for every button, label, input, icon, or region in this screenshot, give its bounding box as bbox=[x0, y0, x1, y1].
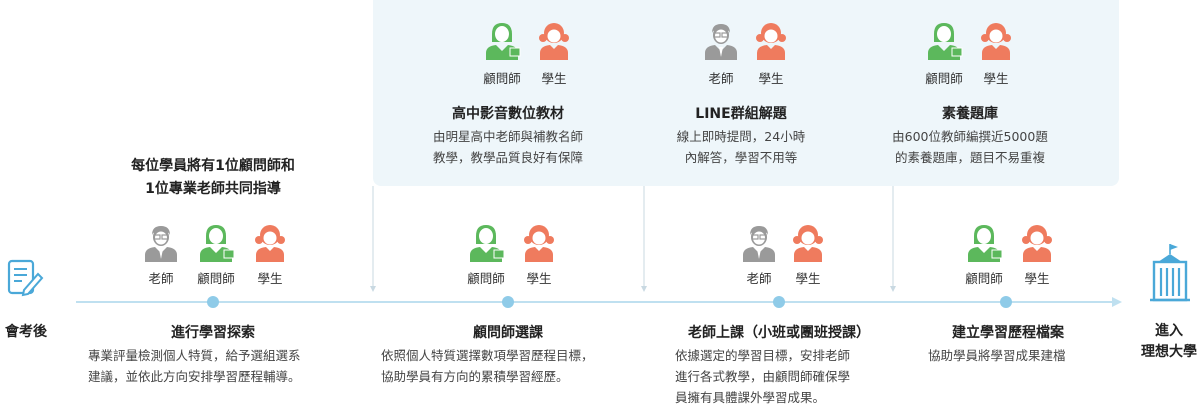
intro-line: 1位專業老師共同指導 bbox=[145, 181, 281, 197]
role-label-student: 學生 bbox=[1024, 271, 1050, 286]
column-desc: 的素養題庫，題目不易重複 bbox=[894, 150, 1045, 165]
column-desc: 由明星高中老師與補教名師 bbox=[432, 129, 583, 144]
timeline-dot-3 bbox=[773, 296, 785, 308]
student-icon bbox=[539, 23, 569, 60]
stage-desc: 協助學員將學習成果建檔 bbox=[928, 348, 1066, 363]
role-label-student: 學生 bbox=[541, 71, 567, 86]
stage-desc: 協助學員有方向的累積學習經歷。 bbox=[381, 369, 569, 384]
role-label-student: 學生 bbox=[758, 71, 784, 86]
counselor-icon bbox=[928, 23, 963, 60]
end-label-line1: 進入 bbox=[1155, 323, 1183, 339]
counselor-icon bbox=[470, 225, 505, 262]
stage-title: 老師上課（小班或團班授課） bbox=[688, 325, 870, 341]
role-label-student: 學生 bbox=[795, 271, 821, 286]
role-label-counselor: 顧問師 bbox=[467, 271, 505, 286]
column-title: 高中影音數位教材 bbox=[452, 106, 564, 122]
role-label-teacher: 老師 bbox=[746, 271, 772, 286]
role-label-counselor: 顧問師 bbox=[483, 71, 521, 86]
role-label-counselor: 顧問師 bbox=[965, 271, 1003, 286]
teacher-icon bbox=[743, 226, 775, 262]
school-building-icon bbox=[1150, 244, 1190, 302]
stage-desc: 依照個人特質選擇數項學習歷程目標， bbox=[381, 348, 594, 363]
student-icon bbox=[524, 225, 554, 262]
stage-title: 顧問師選課 bbox=[473, 325, 543, 341]
role-label-teacher: 老師 bbox=[708, 71, 734, 86]
stage-title: 建立學習歷程檔案 bbox=[952, 325, 1064, 341]
student-icon bbox=[255, 225, 285, 262]
stage-desc: 員擁有具體課外學習成果。 bbox=[675, 390, 826, 405]
start-label: 會考後 bbox=[5, 324, 47, 340]
timeline-dot-1 bbox=[207, 296, 219, 308]
student-icon bbox=[793, 225, 823, 262]
stage-desc: 進行各式教學，由顧問師確保學 bbox=[675, 369, 851, 384]
column-desc: 教學，教學品質良好有保障 bbox=[432, 150, 583, 165]
role-label-counselor: 顧問師 bbox=[197, 271, 235, 286]
student-icon bbox=[1022, 225, 1052, 262]
counselor-icon bbox=[200, 225, 235, 262]
column-title: 素養題庫 bbox=[942, 106, 998, 122]
timeline-dot-2 bbox=[502, 296, 514, 308]
stage-desc: 專業評量檢測個人特質，給予選組選系 bbox=[88, 348, 301, 363]
document-pen-icon bbox=[7, 259, 44, 297]
timeline-arrow bbox=[1112, 297, 1122, 307]
column-desc: 線上即時提問，24小時 bbox=[676, 129, 806, 144]
intro-line: 每位學員將有1位顧問師和 bbox=[131, 158, 295, 174]
stage-desc: 依據選定的學習目標，安排老師 bbox=[675, 348, 851, 363]
role-label-counselor: 顧問師 bbox=[925, 71, 963, 86]
role-label-student: 學生 bbox=[526, 271, 552, 286]
student-icon bbox=[756, 23, 786, 60]
timeline-dot-4 bbox=[1000, 296, 1012, 308]
role-label-teacher: 老師 bbox=[148, 271, 174, 286]
teacher-icon bbox=[145, 226, 177, 262]
column-desc: 內解答，學習不用等 bbox=[684, 150, 798, 165]
end-label-line2: 理想大學 bbox=[1141, 344, 1197, 360]
student-icon bbox=[981, 23, 1011, 60]
counselor-icon bbox=[968, 225, 1003, 262]
stage-title: 進行學習探索 bbox=[171, 325, 255, 341]
counselor-icon bbox=[486, 23, 521, 60]
stage-desc: 建議，並依此方向安排學習歷程輔導。 bbox=[88, 369, 301, 384]
column-desc: 由600位教師編撰近5000題 bbox=[892, 129, 1048, 144]
role-label-student: 學生 bbox=[257, 271, 283, 286]
role-label-student: 學生 bbox=[983, 71, 1009, 86]
column-title: LINE群組解題 bbox=[695, 106, 787, 122]
teacher-icon bbox=[705, 24, 737, 60]
